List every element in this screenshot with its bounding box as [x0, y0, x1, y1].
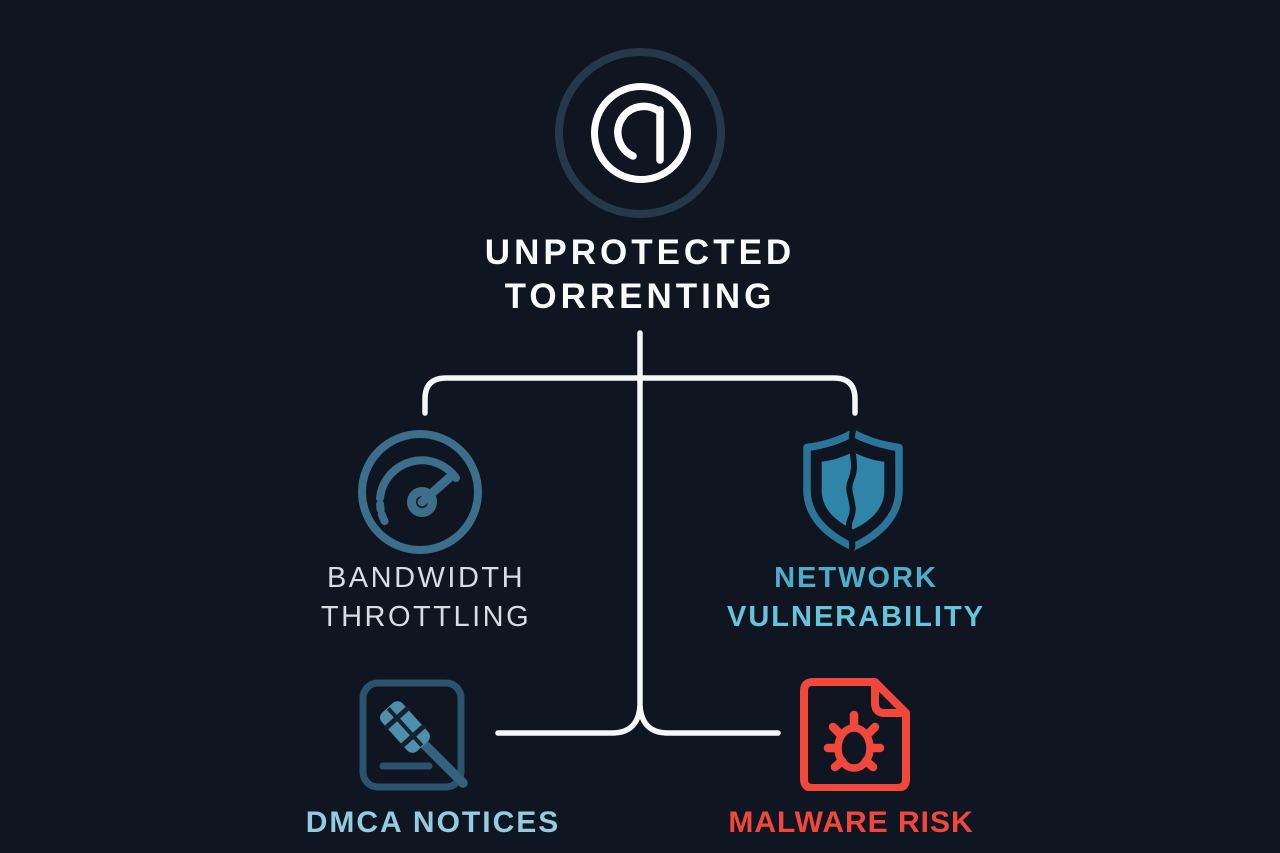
- logo-letter-g: [614, 102, 664, 160]
- bandwidth-line-1: BANDWIDTH: [326, 562, 526, 594]
- bottom-right-branch-line: [637, 703, 781, 736]
- file-fold-corner: [871, 680, 908, 717]
- g-circle-logo-icon: [555, 48, 725, 218]
- label-network-vulnerability: NETWORK VULNERABILITY: [696, 559, 1016, 637]
- gavel-document-icon: [359, 679, 468, 791]
- file-outline: [800, 678, 910, 791]
- malware-label: MALWARE RISK: [728, 806, 974, 839]
- shield-crack: [845, 428, 857, 551]
- dmca-label: DMCA NOTICES: [305, 806, 561, 839]
- speedometer-icon: [358, 430, 482, 554]
- label-malware-risk: MALWARE RISK: [701, 806, 1001, 840]
- bottom-left-branch-line: [495, 703, 643, 736]
- logo-outer-ring: [555, 48, 725, 218]
- bug-legs: [823, 710, 885, 772]
- top-bracket-line: [422, 375, 858, 416]
- title-line-2: TORRENTING: [504, 277, 776, 316]
- cracked-shield-icon: [803, 428, 903, 551]
- malware-file-icon: [800, 678, 910, 791]
- title-line-1: UNPROTECTED: [484, 233, 796, 272]
- page-title: UNPROTECTED TORRENTING: [0, 231, 1280, 319]
- bandwidth-line-2: THROTTLING: [320, 601, 532, 633]
- label-dmca-notices: DMCA NOTICES: [283, 806, 583, 840]
- network-line-2: VULNERABILITY: [727, 601, 985, 633]
- logo-inner-circle: [591, 83, 691, 183]
- label-bandwidth-throttling: BANDWIDTH THROTTLING: [276, 559, 576, 637]
- shield-inner-fill: [821, 451, 885, 530]
- network-line-1: NETWORK: [774, 562, 938, 594]
- gavel-head: [380, 701, 430, 753]
